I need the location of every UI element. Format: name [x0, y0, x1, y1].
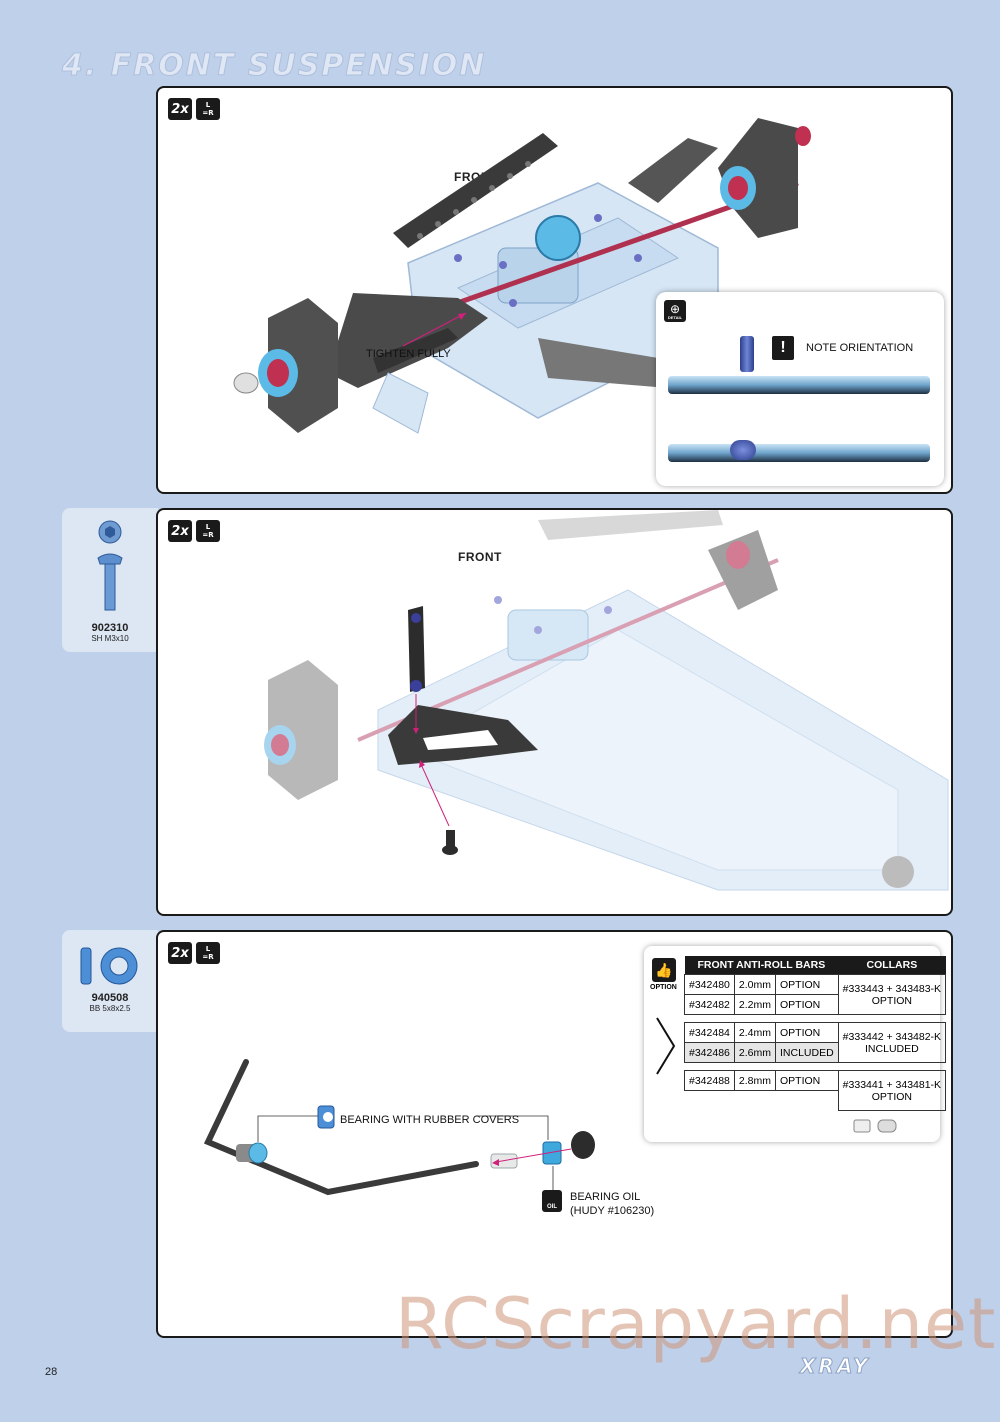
left-right-badge: L=R: [196, 520, 220, 542]
collar-on-bar: [730, 440, 756, 460]
thumbs-up-icon: 👍: [652, 958, 676, 982]
quantity-badge: 2x: [168, 942, 192, 964]
step-badges: 2x L=R: [168, 942, 220, 964]
bearing-callout: BEARING WITH RUBBER COVERS: [340, 1114, 520, 1126]
bracket-icon: [656, 1017, 676, 1075]
page-number: 28: [45, 1366, 58, 1378]
option-box: 👍 OPTION FRONT ANTI-ROLL BARS COLLARS #3…: [644, 946, 947, 1142]
step-panel-2: 2x L=R FRONT: [156, 508, 953, 916]
left-right-badge: L=R: [196, 98, 220, 120]
detail-box: ⊕ DETAIL ! NOTE ORIENTATION: [656, 292, 944, 486]
brand-logo: XRAY: [800, 1354, 871, 1379]
step-badges: 2x L=R: [168, 520, 220, 542]
part-description: BB 5x8x2.5: [89, 1004, 131, 1013]
step-panel-3: 2x L=R BEARING WITH RUBBER COVERS OIL BE…: [156, 930, 953, 1338]
anti-roll-bar-top-view: [668, 376, 930, 394]
left-right-badge: L=R: [196, 942, 220, 964]
bars-header: FRONT ANTI-ROLL BARS: [684, 956, 839, 975]
collars-header: COLLARS: [838, 956, 946, 975]
part-number: 940508: [91, 992, 129, 1004]
step-panel-1: 2x L=R FRONT TIGH: [156, 86, 953, 494]
section-title: 4. FRONT SUSPENSION: [61, 48, 487, 84]
bearing-oil-callout: BEARING OIL (HUDY #106230): [570, 1191, 655, 1217]
suspension-assembly-illustration: [233, 118, 811, 434]
collar-parts-icon: [853, 1119, 897, 1133]
part-number: 902310: [91, 622, 129, 634]
anti-roll-bar-side-view: [668, 444, 930, 462]
step-badges: 2x L=R: [168, 98, 220, 120]
watermark: RCScrapyard.net: [395, 1283, 997, 1365]
part-tab-bearing: 940508 BB 5x8x2.5: [62, 930, 158, 1032]
oil-icon: OIL: [542, 1190, 562, 1212]
suspension-link-illustration: [264, 510, 949, 891]
part-tab-screw: 902310 SH M3x10: [62, 508, 158, 652]
front-label: FRONT: [458, 550, 502, 564]
screw-icon: [97, 520, 123, 611]
tighten-fully-callout: TIGHTEN FULLY: [366, 348, 451, 360]
warning-icon: !: [772, 336, 794, 360]
anti-roll-bar-illustration: [203, 1059, 595, 1196]
collar-part: [740, 336, 754, 372]
quantity-badge: 2x: [168, 520, 192, 542]
detail-icon: ⊕ DETAIL: [664, 300, 686, 322]
bearing-icon: [80, 947, 138, 985]
quantity-badge: 2x: [168, 98, 192, 120]
option-label: OPTION: [650, 984, 677, 991]
part-description: SH M3x10: [91, 634, 129, 643]
note-orientation-label: NOTE ORIENTATION: [806, 342, 914, 354]
